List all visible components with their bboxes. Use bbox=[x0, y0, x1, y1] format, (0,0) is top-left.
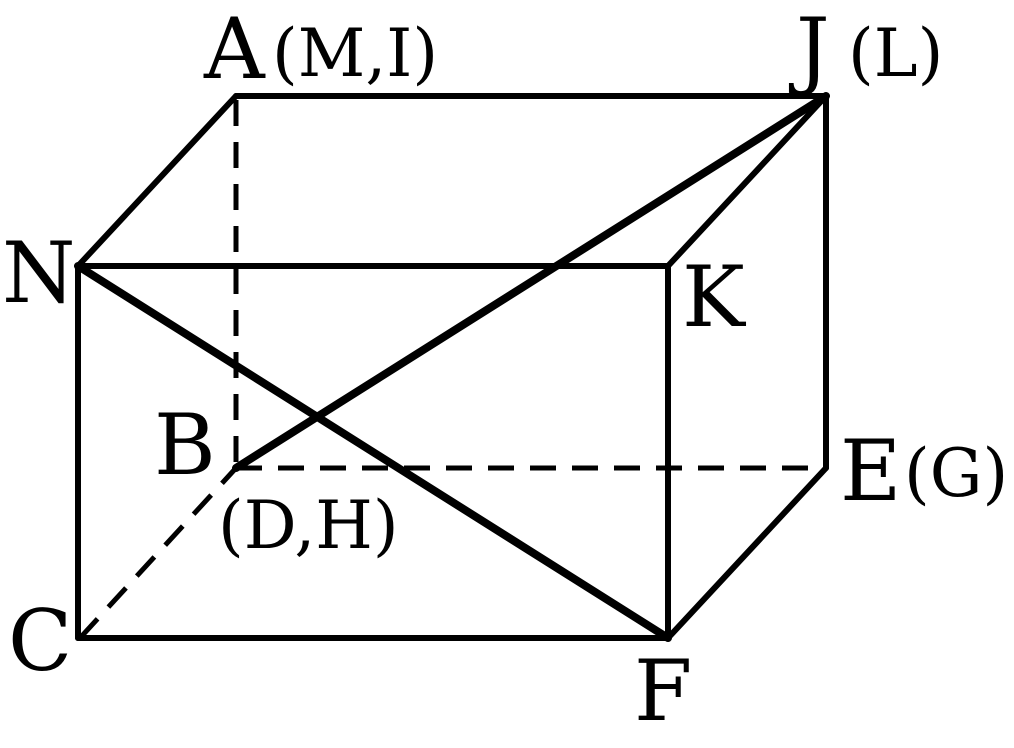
label-F: F bbox=[634, 642, 692, 740]
hidden-edges bbox=[78, 100, 826, 640]
visible-edges bbox=[75, 93, 829, 641]
edge-C-B bbox=[78, 466, 238, 640]
diagonal-N-F bbox=[74, 262, 672, 642]
label-C: C bbox=[8, 592, 72, 690]
label-B: B bbox=[154, 396, 216, 494]
edge-F-E bbox=[665, 465, 829, 641]
label-J-sub: (L) bbox=[848, 15, 943, 92]
label-N: N bbox=[2, 224, 76, 322]
label-A: A bbox=[203, 0, 266, 98]
edge-K-J bbox=[665, 93, 829, 269]
label-K: K bbox=[682, 248, 747, 346]
edge-N-A bbox=[75, 93, 239, 269]
diagonals bbox=[74, 92, 830, 642]
label-B-sub: (D,H) bbox=[218, 487, 399, 564]
label-E: E bbox=[840, 422, 901, 520]
label-E-sub: (G) bbox=[904, 435, 1008, 512]
label-J: J bbox=[788, 0, 830, 98]
diagonal-B-J bbox=[232, 92, 830, 472]
label-A-sub: (M,I) bbox=[272, 15, 438, 92]
